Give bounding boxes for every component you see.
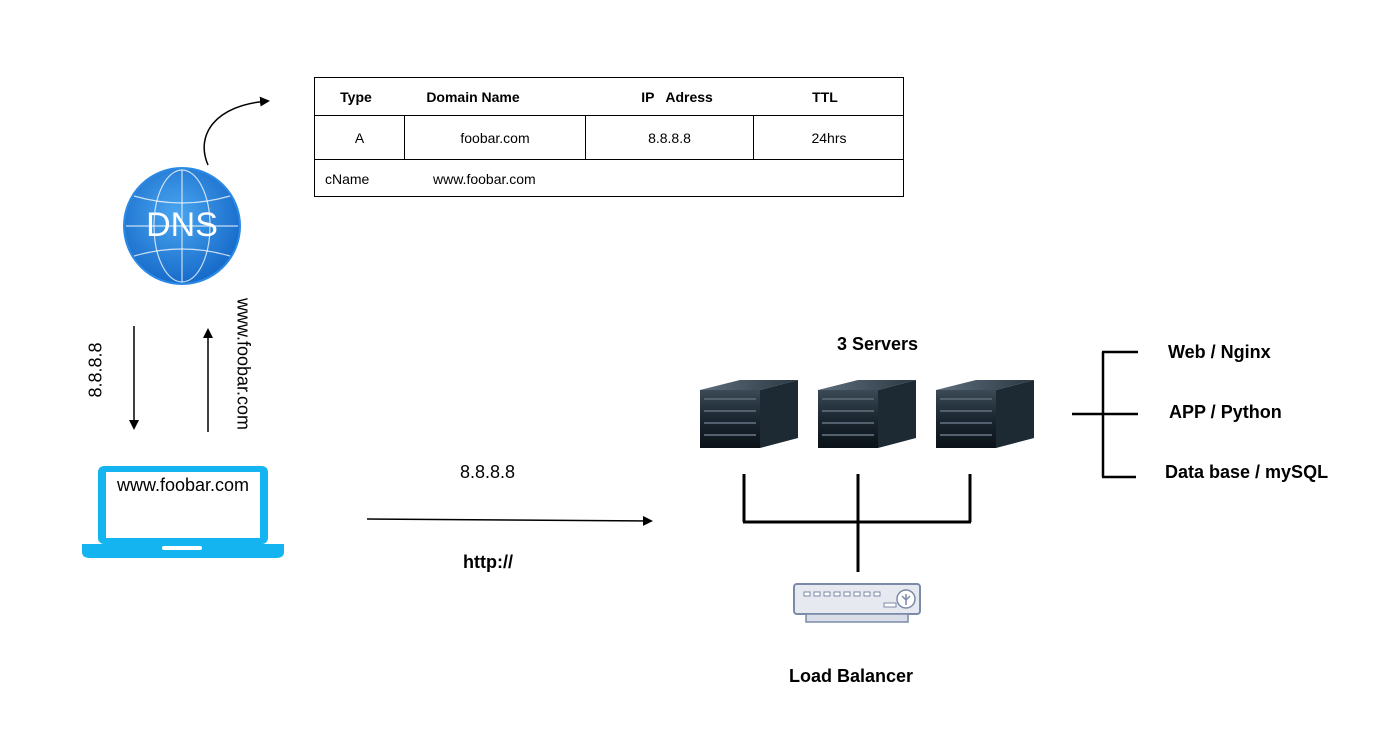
- laptop-icon: [82, 466, 284, 558]
- dns-record-table: Type Domain Name IP Adress TTL A foobar.…: [314, 77, 904, 197]
- stack-item-web: Web / Nginx: [1168, 342, 1271, 362]
- record-a-ttl: 24hrs: [811, 129, 847, 146]
- stack-item-app: APP / Python: [1169, 402, 1282, 422]
- load-balancer-label: Load Balancer: [789, 666, 914, 686]
- stack-bracket: [1072, 350, 1138, 479]
- record-a-ip: 8.8.8.8: [648, 129, 691, 146]
- server-2-icon: [818, 380, 916, 448]
- server-1-icon: [700, 380, 798, 448]
- up-arrow-label: www.foobar.com: [233, 297, 254, 431]
- header-ip-address: IP Adress: [641, 89, 713, 105]
- dns-to-table-arrow: [203, 96, 270, 166]
- record-cname-type: cName: [325, 170, 370, 187]
- record-a-type: A: [354, 129, 365, 146]
- laptop-screen-url: www.foobar.com: [116, 475, 250, 495]
- load-balancer-icon: [793, 583, 921, 623]
- request-protocol-label: http://: [463, 552, 513, 572]
- header-type: Type: [340, 89, 372, 105]
- record-cname-domain: www.foobar.com: [433, 170, 536, 187]
- server-3-icon: [936, 380, 1034, 448]
- servers-title: 3 Servers: [837, 334, 919, 354]
- down-arrow-label: 8.8.8.8: [85, 342, 106, 398]
- header-ttl: TTL: [812, 89, 838, 105]
- request-arrow: [366, 515, 653, 526]
- request-ip-label: 8.8.8.8: [460, 462, 516, 482]
- header-domain-name: Domain Name: [426, 89, 520, 105]
- dns-icon-label: DNS: [146, 206, 218, 244]
- dns-globe-icon: [123, 167, 241, 285]
- stack-item-database: Data base / mySQL: [1165, 462, 1329, 482]
- server-connection-lines: [742, 474, 972, 572]
- record-a-domain: foobar.com: [460, 129, 530, 146]
